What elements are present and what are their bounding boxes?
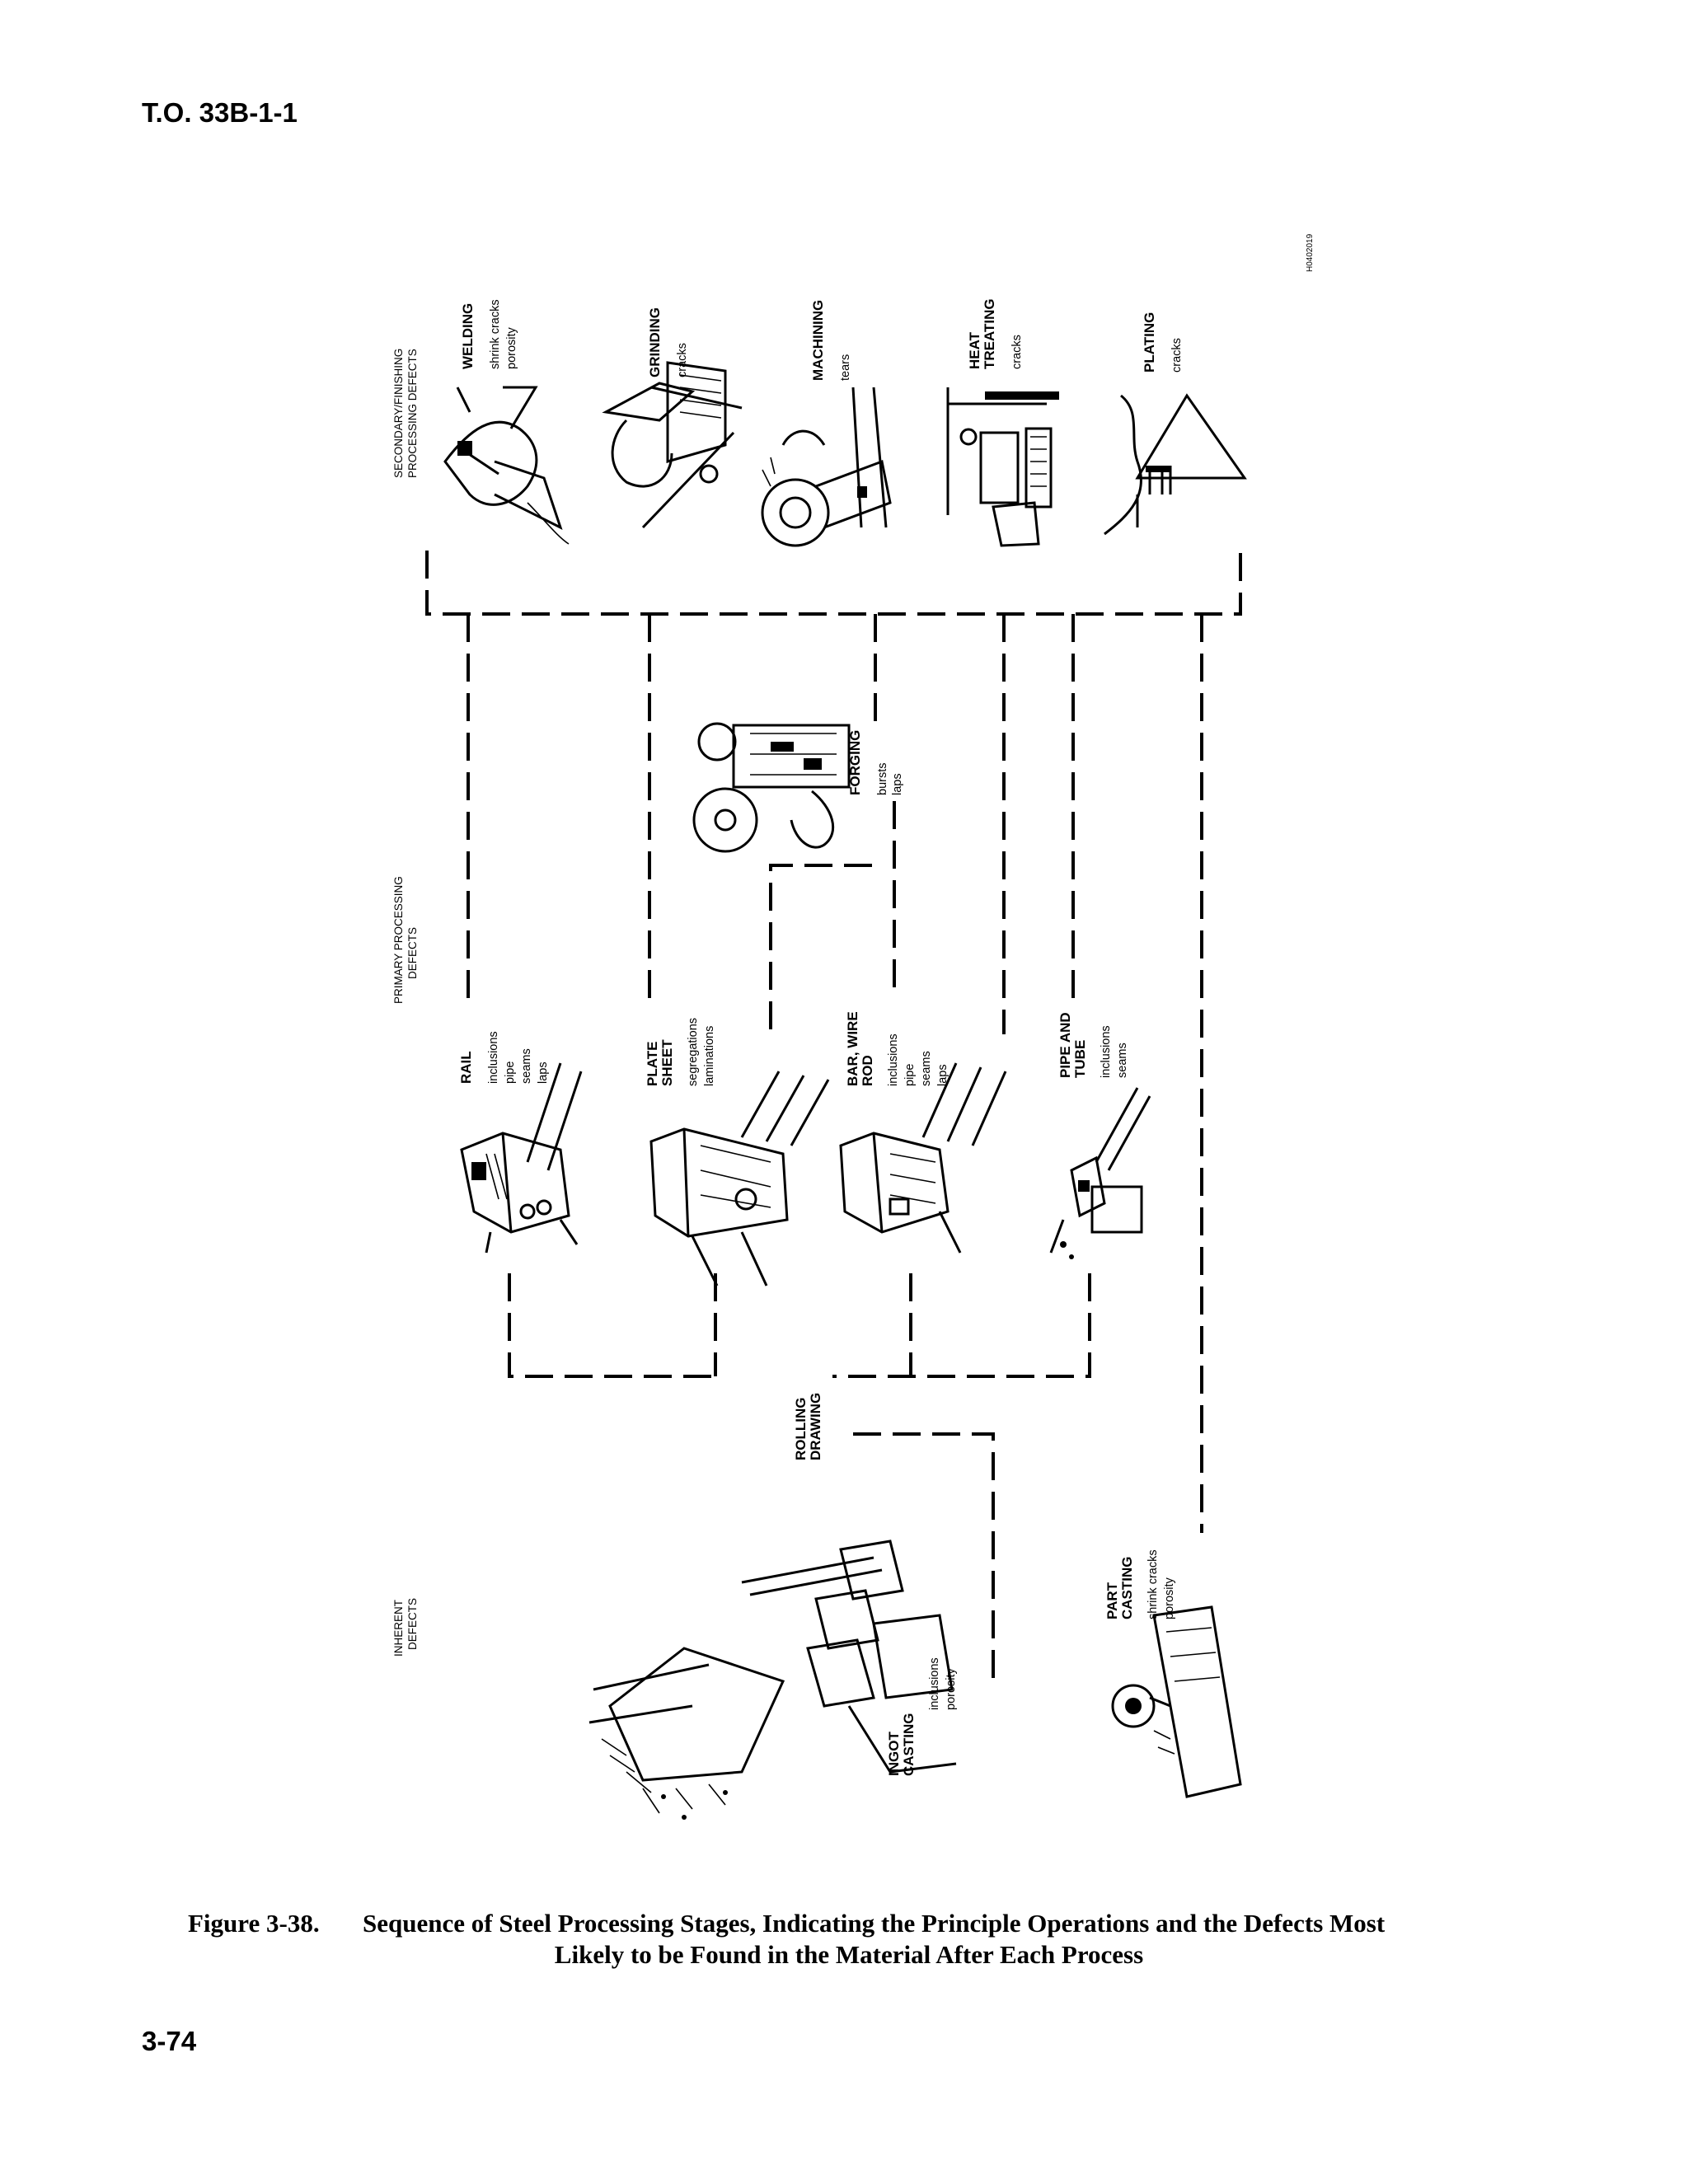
- rail-mill-illustration: [460, 1062, 583, 1254]
- defect-item: laps: [537, 1062, 550, 1084]
- heat-treating-illustration: [946, 387, 1059, 547]
- process-name: TUBE: [1072, 1040, 1088, 1078]
- defect-item: shrink cracks: [1146, 1549, 1160, 1619]
- defect-item: laps: [936, 1064, 950, 1086]
- process-name: HEAT: [967, 331, 982, 369]
- label-forging: FORGING bursts laps: [847, 730, 904, 795]
- label-welding: WELDING shrink cracks porosity: [460, 299, 518, 369]
- part-casting-illustration: [1111, 1605, 1242, 1798]
- process-name: RAIL: [458, 1051, 474, 1084]
- section-secondary: SECONDARY/FINISHING PROCESSING DEFECTS: [392, 349, 419, 478]
- label-plating: PLATING cracks: [1142, 312, 1184, 373]
- welding-illustration: [443, 386, 570, 545]
- label-part-casting: PART CASTING shrink cracks porosity: [1104, 1549, 1176, 1619]
- connector-lines: [425, 551, 1242, 1681]
- process-name: PIPE AND: [1057, 1012, 1073, 1078]
- defect-item: laminations: [703, 1026, 716, 1086]
- label-rail: RAIL inclusions pipe seams laps: [458, 1031, 550, 1084]
- plate-mill-illustration: [649, 1071, 830, 1286]
- tube-mill-illustration: [1049, 1087, 1151, 1259]
- label-ingot-casting: INGOT CASTING inclusions porosity: [886, 1657, 958, 1776]
- section-label-line: DEFECTS: [406, 927, 419, 979]
- document-id: T.O. 33B-1-1: [142, 97, 298, 128]
- process-name: WELDING: [460, 303, 476, 369]
- section-label-line: INHERENT: [392, 1600, 405, 1657]
- process-name: CASTING: [901, 1713, 917, 1777]
- grinding-illustration: [602, 361, 743, 529]
- process-name: TREATING: [982, 298, 997, 369]
- defect-item: laps: [891, 773, 904, 795]
- defect-item: porosity: [1163, 1577, 1176, 1619]
- process-name: GRINDING: [647, 307, 663, 377]
- label-rolling-drawing: ROLLING DRAWING: [793, 1393, 823, 1460]
- process-name: BAR, WIRE: [845, 1011, 860, 1086]
- defect-item: porosity: [945, 1667, 958, 1710]
- process-name: CASTING: [1119, 1557, 1135, 1620]
- label-pipe-tube: PIPE AND TUBE inclusions seams: [1057, 1012, 1129, 1078]
- defect-item: cracks: [676, 343, 689, 377]
- defect-item: inclusions: [887, 1033, 900, 1086]
- defect-item: porosity: [505, 326, 518, 369]
- process-name: ROD: [860, 1055, 875, 1086]
- bar-mill-illustration: [839, 1062, 1007, 1254]
- forging-illustration: [692, 722, 851, 853]
- process-name: ROLLING: [793, 1398, 809, 1461]
- process-name: PLATE: [645, 1042, 660, 1086]
- figure-number: Figure 3-38.: [188, 1909, 320, 1938]
- process-name: SHEET: [659, 1039, 675, 1086]
- section-label-line: DEFECTS: [406, 1598, 419, 1650]
- ingot-casting-illustration: [588, 1540, 957, 1820]
- section-inherent: INHERENT DEFECTS: [392, 1598, 419, 1657]
- process-name: MACHINING: [810, 300, 826, 381]
- label-bar-wire-rod: BAR, WIRE ROD inclusions pipe seams laps: [845, 1011, 950, 1086]
- label-plate-sheet: PLATE SHEET segregations laminations: [645, 1018, 716, 1086]
- defect-item: cracks: [1010, 335, 1024, 369]
- figure-title-line-2: Likely to be Found in the Material After…: [554, 1940, 1144, 1969]
- machining-illustration: [761, 387, 892, 547]
- defect-item: shrink cracks: [489, 299, 502, 369]
- defect-item: inclusions: [928, 1657, 941, 1710]
- plating-illustration: [1104, 393, 1247, 536]
- defect-item: cracks: [1170, 338, 1184, 373]
- defect-item: segregations: [687, 1018, 700, 1086]
- process-name: DRAWING: [808, 1393, 823, 1460]
- defect-item: inclusions: [1100, 1025, 1113, 1078]
- defect-item: seams: [920, 1051, 933, 1086]
- process-name: PART: [1104, 1582, 1120, 1619]
- process-name: PLATING: [1142, 312, 1157, 373]
- defect-item: tears: [839, 354, 852, 381]
- label-grinding: GRINDING cracks: [647, 307, 689, 377]
- defect-item: seams: [520, 1048, 533, 1084]
- defect-item: inclusions: [487, 1031, 500, 1084]
- defect-item: seams: [1116, 1043, 1129, 1078]
- section-label-line: SECONDARY/FINISHING: [392, 349, 405, 478]
- label-heat-treating: HEAT TREATING cracks: [967, 298, 1024, 369]
- section-label-line: PROCESSING DEFECTS: [406, 349, 419, 478]
- defect-item: pipe: [903, 1064, 917, 1086]
- image-code: H0402019: [1306, 233, 1315, 272]
- defect-item: bursts: [876, 763, 889, 796]
- section-primary: PRIMARY PROCESSING DEFECTS: [392, 876, 419, 1004]
- defect-item: pipe: [504, 1062, 517, 1084]
- section-label-line: PRIMARY PROCESSING: [392, 876, 405, 1004]
- figure-title-line-1: Sequence of Steel Processing Stages, Ind…: [363, 1909, 1386, 1938]
- page-number: 3-74: [142, 2026, 197, 2056]
- process-name: INGOT: [886, 1732, 902, 1776]
- process-name: FORGING: [847, 730, 863, 795]
- label-machining: MACHINING tears: [810, 300, 852, 381]
